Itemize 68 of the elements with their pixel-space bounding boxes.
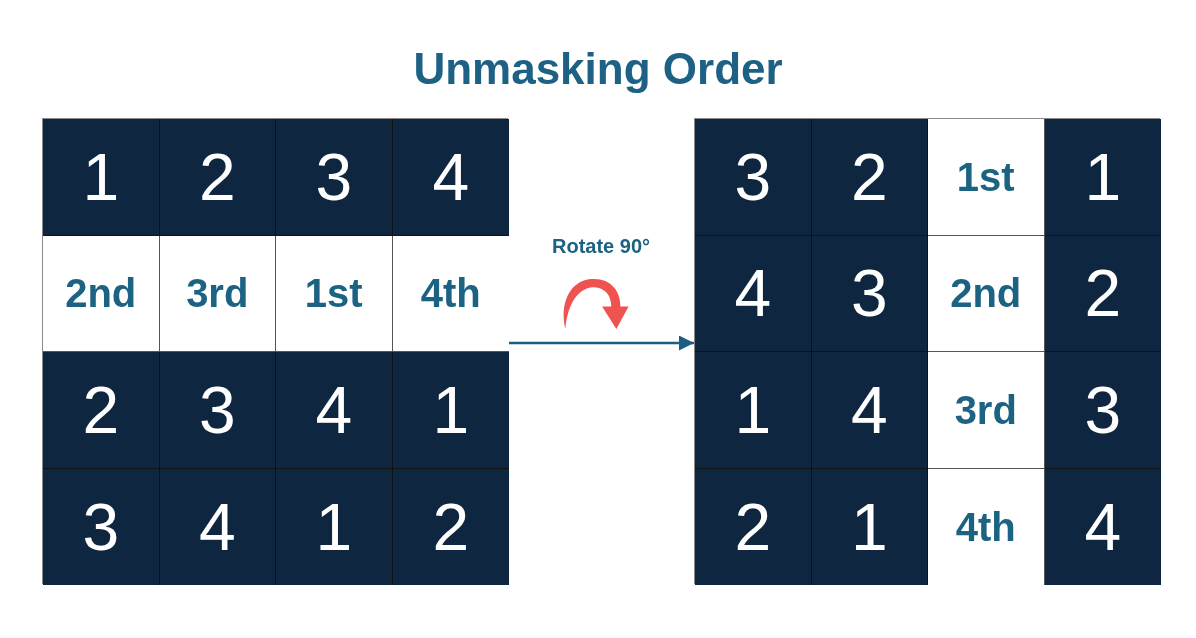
arrow xyxy=(508,335,694,351)
number-label: 4 xyxy=(850,372,888,447)
highlighted-cell xyxy=(928,235,1045,352)
grid-cell xyxy=(276,352,393,469)
grid-cell xyxy=(159,468,276,585)
grid-cell xyxy=(1044,119,1161,236)
number-grid xyxy=(42,118,508,584)
highlighted-cell xyxy=(928,352,1045,469)
number-label: 2 xyxy=(850,139,888,214)
grid-cell xyxy=(159,352,276,469)
grid-cell xyxy=(276,119,393,236)
grid-cell xyxy=(1044,235,1161,352)
grid-cell xyxy=(392,468,509,585)
grid-cell xyxy=(392,352,509,469)
grid-cell xyxy=(1044,468,1161,585)
highlighted-cell xyxy=(159,235,276,352)
grid-cell xyxy=(43,352,160,469)
number-label: 3 xyxy=(198,372,236,447)
grid-cell xyxy=(276,468,393,585)
grid-cell xyxy=(43,119,160,236)
order-label: 2nd xyxy=(65,271,137,316)
title: Unmasking Order xyxy=(413,44,783,93)
grid-cell xyxy=(695,235,812,352)
highlighted-cell xyxy=(928,468,1045,585)
grid-cell xyxy=(811,352,928,469)
number-label: 4 xyxy=(1084,489,1122,564)
number-label: 1 xyxy=(432,372,470,447)
number-label: 1 xyxy=(734,372,772,447)
number-grid xyxy=(694,118,1160,584)
order-label: 4th xyxy=(955,504,1016,549)
number-label: 3 xyxy=(734,139,772,214)
order-label: 2nd xyxy=(950,271,1022,316)
number-label: 1 xyxy=(315,489,353,564)
number-label: 1 xyxy=(1084,139,1122,214)
order-label: 3rd xyxy=(954,387,1017,432)
number-label: 2 xyxy=(198,139,236,214)
number-label: 2 xyxy=(432,489,470,564)
grid-cell xyxy=(695,352,812,469)
highlighted-cell xyxy=(276,235,393,352)
order-label: 4th xyxy=(420,271,481,316)
grid-cell xyxy=(695,119,812,236)
order-label: 3rd xyxy=(186,271,249,316)
number-label: 4 xyxy=(432,139,470,214)
number-label: 1 xyxy=(82,139,120,214)
order-label: 1st xyxy=(956,154,1015,199)
number-label: 3 xyxy=(82,489,120,564)
highlighted-cell xyxy=(392,235,509,352)
grid-cell xyxy=(811,235,928,352)
highlighted-cell xyxy=(43,235,160,352)
grid-cell xyxy=(811,468,928,585)
number-label: 2 xyxy=(82,372,120,447)
grid-cell xyxy=(159,119,276,236)
grid-cell xyxy=(43,468,160,585)
number-label: 3 xyxy=(850,256,888,331)
number-label: 3 xyxy=(315,139,353,214)
number-label: 3 xyxy=(1084,372,1122,447)
order-label: 1st xyxy=(304,271,363,316)
number-label: 2 xyxy=(1084,256,1122,331)
grid-cell xyxy=(695,468,812,585)
grid-cell xyxy=(1044,352,1161,469)
number-label: 4 xyxy=(198,489,236,564)
number-label: 2 xyxy=(734,489,772,564)
number-label: 4 xyxy=(734,256,772,331)
highlighted-cell xyxy=(928,119,1045,236)
grid-cell xyxy=(392,119,509,236)
number-label: 4 xyxy=(315,372,353,447)
grid-cell xyxy=(811,119,928,236)
number-label: 1 xyxy=(850,489,888,564)
